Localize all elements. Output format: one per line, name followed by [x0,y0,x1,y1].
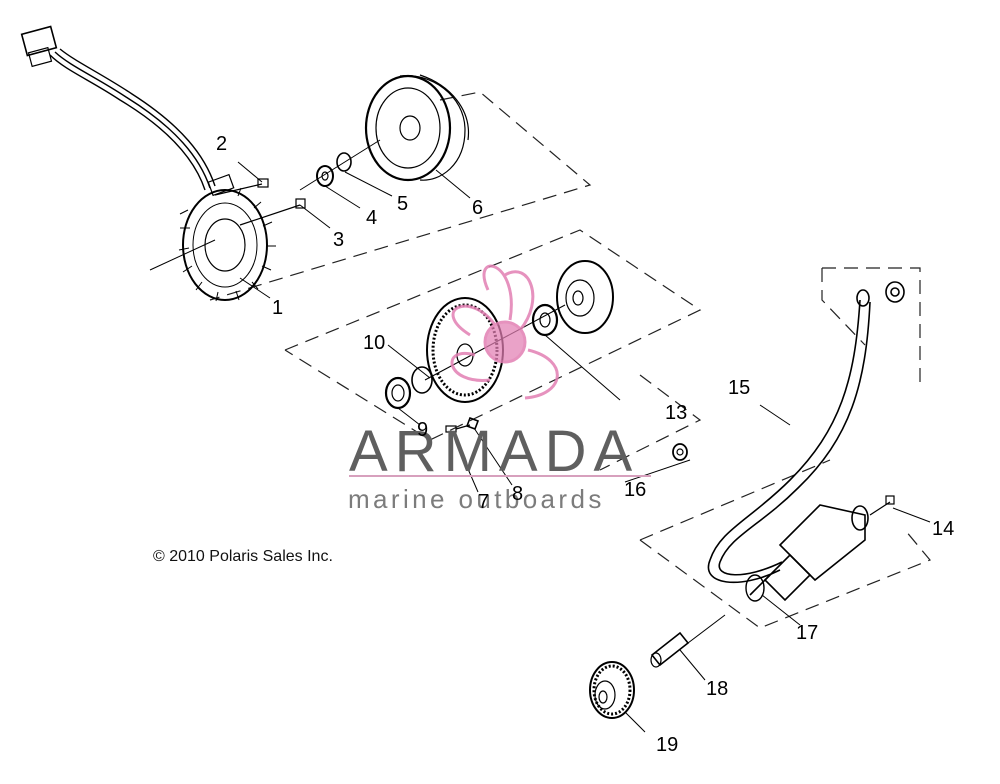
bolt-2 [214,178,269,196]
callout-10: 10 [363,332,386,354]
flywheel-axis [299,139,381,191]
flywheel-nut [316,165,334,187]
callout-16: 16 [624,479,647,501]
callout-2: 2 [216,133,228,155]
callout-8: 8 [512,483,524,505]
callout-19: 19 [656,734,679,756]
leader-lines [237,161,931,733]
callout-15: 15 [728,377,751,399]
callout-1: 1 [272,297,284,319]
callout-5: 5 [397,193,409,215]
starter-bolt [869,495,895,516]
gear-bearing [384,376,412,410]
flywheel [364,74,470,182]
one-way-clutch [556,260,614,334]
starter-motor [749,504,869,602]
callout-14: 14 [932,518,955,540]
gear-washer [411,366,433,394]
starter-shaft [650,614,726,668]
callout-6: 6 [472,197,484,219]
callout-18: 18 [706,678,729,700]
starter-nut [672,443,688,461]
watermark-subtitle: marine outboards [348,484,605,514]
callout-3: 3 [333,229,345,251]
starter-o-ring [745,574,765,602]
starter-cable [707,281,905,584]
watermark-title: ARMADA [349,419,640,484]
stator [178,173,276,302]
assembly-outline-upper [209,91,592,301]
assembly-outline-middle [284,229,702,471]
stator-wire-harness [20,25,216,191]
bolt-3 [149,198,306,271]
copyright-notice: © 2010 Polaris Sales Inc. [153,548,333,565]
watermark-divider [349,475,651,477]
callout-17: 17 [796,622,819,644]
assembly-outline-starter [639,267,931,629]
callout-9: 9 [417,419,429,441]
callout-13: 13 [665,402,688,424]
armada-logo-mark [450,264,559,400]
callout-7: 7 [478,491,490,513]
callout-4: 4 [366,207,378,229]
flywheel-washer [336,152,352,172]
starter-bendix-gear [589,661,635,719]
